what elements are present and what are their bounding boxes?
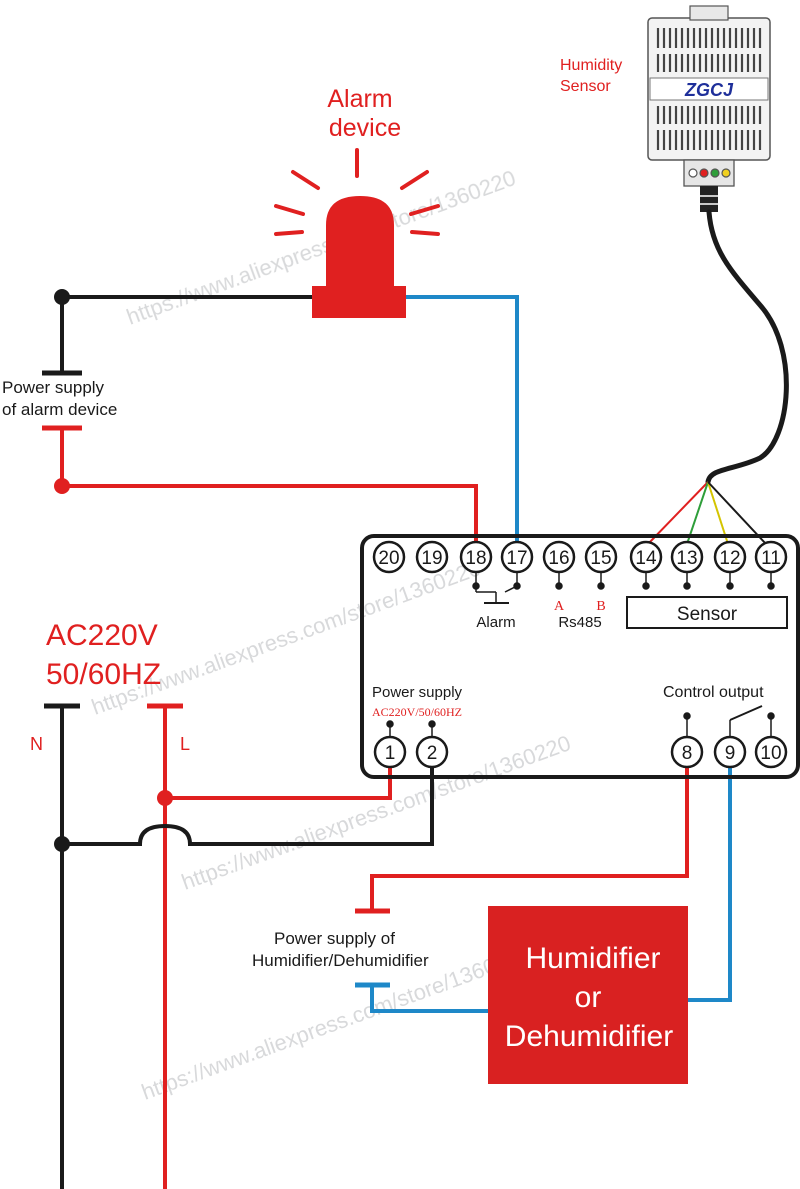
sensor-label: Sensor <box>560 78 611 95</box>
terminal-circle <box>415 540 449 574</box>
terminal-number: 8 <box>682 743 693 764</box>
load-power-label: Power supply of <box>274 929 395 948</box>
load-device-name: or <box>575 981 602 1014</box>
sensor-input-label: Sensor <box>677 604 738 625</box>
terminal-number: 20 <box>378 548 399 569</box>
terminal-number: 12 <box>719 548 740 569</box>
terminal-circle <box>372 540 406 574</box>
terminal-number: 18 <box>465 548 486 569</box>
terminal: 9 <box>713 735 747 769</box>
alarm-base <box>312 286 406 318</box>
terminal-number: 19 <box>421 548 442 569</box>
alarm-contact-label: Alarm <box>476 614 515 631</box>
alarm-dome <box>326 196 394 288</box>
terminal: 8 <box>670 735 704 769</box>
controller-power-label: Power supply <box>372 684 463 701</box>
mains-voltage: AC220V <box>46 619 158 652</box>
terminal: 12 <box>713 540 747 574</box>
wires <box>42 295 732 1189</box>
terminal: 13 <box>670 540 704 574</box>
terminal-number: 9 <box>725 743 736 764</box>
neutral-label: N <box>30 734 43 754</box>
terminal-number: 2 <box>427 743 438 764</box>
terminal-circle <box>713 735 747 769</box>
load-device-box <box>488 906 688 1084</box>
load-device-name: Dehumidifier <box>505 1020 673 1053</box>
alarm-contact-symbol <box>472 572 521 604</box>
terminal-number: 17 <box>506 548 527 569</box>
terminal-number: 15 <box>590 548 611 569</box>
terminal-number: 14 <box>635 548 657 569</box>
relay-contact-symbol <box>683 705 775 738</box>
rs485-dots <box>555 572 605 590</box>
load-device-name: Humidifier <box>525 942 660 975</box>
terminal: 1 <box>373 735 407 769</box>
controller-power-spec: AC220V/50/60HZ <box>372 705 462 719</box>
terminal-number: 1 <box>385 743 396 764</box>
sensor-input-box <box>626 596 788 629</box>
sensor-logo: ZGCJ <box>684 80 734 100</box>
terminal-number: 13 <box>676 548 697 569</box>
alarm-title: device <box>329 114 401 142</box>
sensor-cable <box>705 209 789 485</box>
terminal-circle <box>670 735 704 769</box>
junction-dots <box>54 289 173 852</box>
terminal: 18 <box>459 540 493 574</box>
rs485-a-label: A <box>554 599 565 614</box>
alarm-power-label: of alarm device <box>2 400 117 419</box>
terminal-number: 11 <box>761 548 781 569</box>
sensor-label: Humidity <box>560 57 622 74</box>
sensor-wires <box>647 481 767 545</box>
terminal: 2 <box>415 735 449 769</box>
terminal: 17 <box>500 540 534 574</box>
terminal-circle <box>373 735 407 769</box>
terminal: 19 <box>415 540 449 574</box>
top-terminal-row: 20 19 18 17 16 15 14 13 12 11 <box>372 540 788 574</box>
terminal: 16 <box>542 540 576 574</box>
terminal: 15 <box>584 540 618 574</box>
terminal-number: 10 <box>760 743 781 764</box>
alarm-power-label: Power supply <box>2 378 105 397</box>
load-power-label: Humidifier/Dehumidifier <box>252 951 429 970</box>
rs485-label: Rs485 <box>558 614 601 631</box>
controller-box <box>360 534 800 779</box>
bottom-terminal-row: 1 2 8 9 10 <box>373 735 788 769</box>
terminal: 11 <box>754 540 788 574</box>
control-output-label: Control output <box>663 684 764 701</box>
rs485-b-label: B <box>596 599 605 614</box>
terminal: 14 <box>629 540 663 574</box>
terminal-circle <box>415 735 449 769</box>
sensor-terminal-dots <box>642 572 775 590</box>
terminal: 20 <box>372 540 406 574</box>
humidity-sensor: ZGCJ <box>647 5 771 212</box>
terminal: 10 <box>754 735 788 769</box>
live-label: L <box>180 734 190 754</box>
alarm-light-icon <box>274 148 440 236</box>
mains-frequency: 50/60HZ <box>46 658 161 691</box>
alarm-title: Alarm <box>327 85 392 113</box>
power-terminal-dots <box>386 720 436 738</box>
terminal-circle <box>754 735 788 769</box>
terminal-number: 16 <box>548 548 569 569</box>
